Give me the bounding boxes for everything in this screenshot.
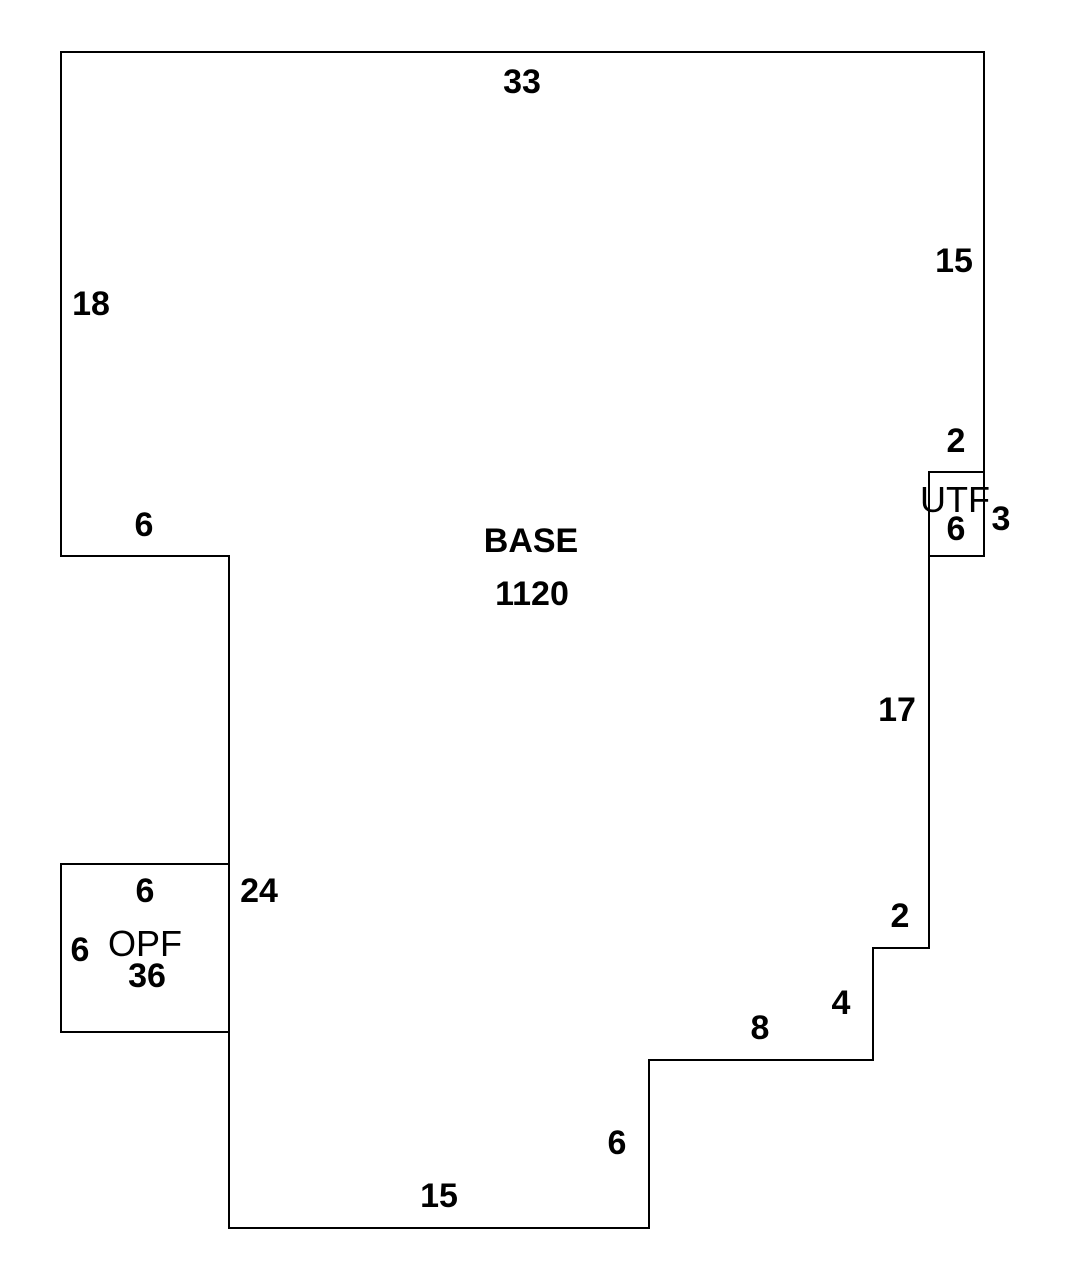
dim-lower-step: 6: [608, 1124, 627, 1162]
dim-notch-bottom: 8: [751, 1009, 770, 1047]
dim-right-upper: 15: [935, 242, 973, 280]
opf-area: 36: [128, 957, 166, 995]
dim-left-lower: 24: [240, 872, 278, 910]
dim-right-mid: 17: [878, 691, 916, 729]
base-area: 1120: [495, 575, 569, 613]
utf-label: UTF: [920, 479, 990, 520]
dim-notch-top: 2: [891, 897, 910, 935]
dim-notch-side: 4: [832, 984, 851, 1022]
dim-left: 18: [72, 285, 110, 323]
base-label: BASE: [484, 522, 578, 560]
base-outline: [60, 51, 985, 1229]
dim-left-step: 6: [135, 506, 154, 544]
opf-outline: [60, 863, 230, 1033]
dim-opf-top: 6: [136, 872, 155, 910]
dim-utf-top: 2: [947, 422, 966, 460]
dim-opf-side: 6: [71, 931, 90, 969]
dim-utf-side: 3: [992, 500, 1011, 538]
dim-bottom: 15: [420, 1177, 458, 1215]
dim-utf-width: 6: [947, 510, 966, 548]
utf-outline: [928, 471, 985, 557]
dim-top: 33: [503, 63, 541, 101]
opf-label: OPF: [108, 923, 182, 964]
